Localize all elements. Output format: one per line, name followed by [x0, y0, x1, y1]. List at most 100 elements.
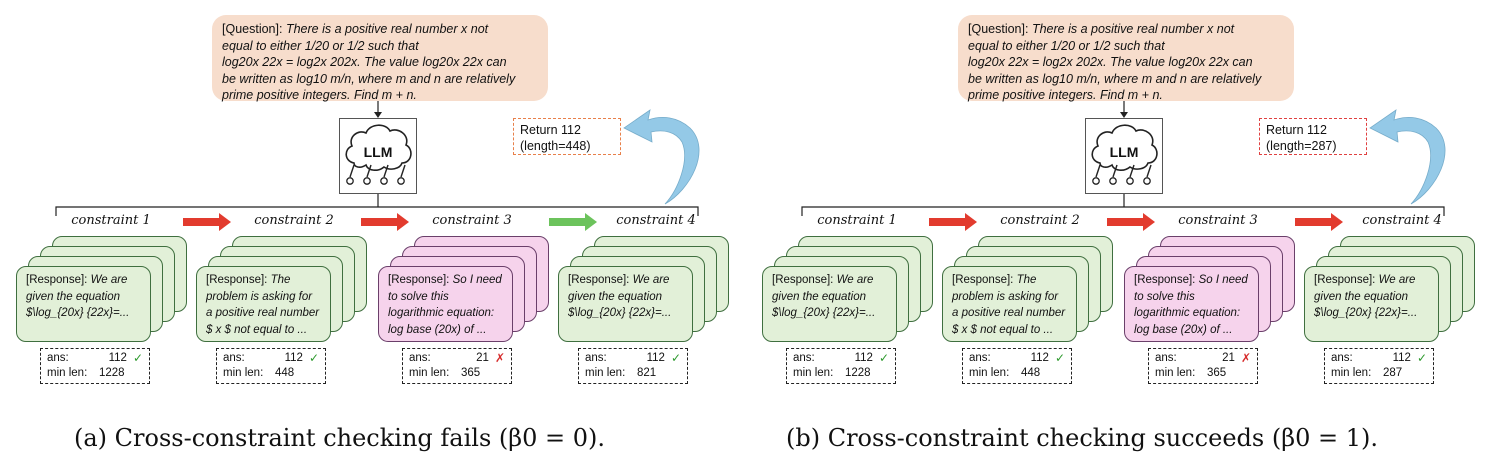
min-length-label: min len:: [969, 367, 1010, 379]
response-snippet: to solve this: [388, 290, 449, 303]
chip-pin: [1095, 164, 1101, 178]
min-length-row: min len: 448: [969, 366, 1065, 381]
min-length-label: min len:: [1331, 367, 1372, 379]
answer-value: 21: [476, 352, 489, 364]
min-length-row: min len:365: [1155, 366, 1251, 381]
answer-value: 112: [646, 352, 665, 364]
question-line: prime positive integers. Find m + n.: [968, 87, 1284, 104]
connector-layer: [55, 101, 700, 231]
min-length-value: 365: [461, 367, 481, 379]
response-line: [Response]: The: [952, 272, 1065, 289]
chip-node: [1109, 177, 1117, 185]
check-icon: ✓: [1416, 351, 1428, 365]
response-line: [Response]: The: [206, 272, 319, 289]
check-icon: ✓: [1054, 351, 1066, 365]
question-text: log20x 22x = log2x 202x. The value log20…: [968, 55, 1253, 69]
response-snippet: So I need: [452, 274, 502, 286]
response-line: $\log_{20x} {22x}=...: [568, 305, 671, 322]
arrowhead: [374, 112, 382, 118]
response-line: a positive real number: [952, 305, 1065, 322]
response-prefix: [Response]:: [206, 274, 268, 286]
min-length-label: min len:: [223, 367, 264, 379]
check-icon: ✓: [308, 351, 320, 365]
constraint-label: constraint 4: [616, 213, 696, 228]
response-line: log base (20x) of ...: [1134, 322, 1248, 339]
response-snippet: given the equation: [26, 290, 120, 303]
llm-label: LLM: [1110, 144, 1139, 160]
response-line: a positive real number: [206, 305, 319, 322]
constraint-label: constraint 4: [1362, 213, 1442, 228]
figure-caption: (a) Cross-constraint checking fails (β0 …: [74, 424, 606, 452]
transition-arrow: [183, 213, 231, 231]
response-prefix: [Response]:: [26, 274, 88, 286]
response-snippet: $\log_{20x} {22x}=...: [26, 307, 130, 319]
transition-arrow: [929, 213, 977, 231]
constraint-label: constraint 1: [817, 213, 897, 228]
constraint-label: constraint 2: [1000, 213, 1080, 228]
panel-a: [Question]: There is a positive real num…: [16, 15, 729, 452]
chip-pin: [1146, 164, 1152, 178]
question-text: There is a positive real number x not: [1031, 22, 1235, 36]
question-text: equal to either 1/20 or 1/2 such that: [222, 38, 419, 53]
panel-b: [Question]: There is a positive real num…: [746, 0, 1495, 466]
response-line: given the equation: [26, 289, 129, 306]
answer-label: ans:: [793, 352, 815, 364]
min-length-row: min len:821: [585, 366, 681, 381]
question-prefix: [Question]:: [222, 22, 283, 36]
return-curved-arrow: [1369, 109, 1446, 205]
min-length-label: min len:: [47, 367, 88, 379]
answer-row: ans:21✗: [1155, 351, 1251, 366]
response-snippet: So I need: [1198, 274, 1248, 286]
check-icon: ✓: [878, 351, 890, 365]
chip-node: [397, 177, 405, 185]
response-snippet: log base (20x) of ...: [1134, 323, 1233, 336]
constraint-label: constraint 1: [71, 213, 151, 228]
response-line: [Response]: So I need: [388, 272, 502, 289]
chip-pin: [400, 164, 406, 178]
response-line: logarithmic equation:: [388, 305, 502, 322]
min-length-value: 1228: [845, 367, 871, 379]
question-line: [Question]: There is a positive real num…: [222, 21, 538, 38]
brain-chip-icon: LLM: [1091, 124, 1158, 185]
response-line: log base (20x) of ...: [388, 322, 502, 339]
response-prefix: [Response]:: [1134, 274, 1196, 286]
response-snippet: a positive real number: [952, 307, 1066, 319]
chip-node: [380, 177, 388, 185]
arrowhead: [1120, 112, 1128, 118]
constraint-bracket: [55, 206, 699, 216]
chip-node: [1126, 177, 1134, 185]
llm-box: LLM: [1085, 118, 1163, 194]
return-length: (length=448): [520, 139, 591, 153]
return-value: Return 112: [1266, 123, 1327, 137]
answer-value: 112: [1392, 352, 1411, 364]
min-length-row: min len:448: [223, 366, 319, 381]
chip-node: [363, 177, 371, 185]
question-text: be written as log10 m/n, where m and n a…: [968, 71, 1262, 86]
question-text: log20x 22x = log2x 202x. The value log20…: [222, 55, 507, 69]
answer-stats: ans:112✓min len:1228: [40, 348, 150, 384]
min-length-value: 287: [1383, 367, 1403, 379]
chip-pin: [366, 164, 372, 178]
response-line: given the equation: [1314, 289, 1417, 306]
chip-node: [1092, 177, 1100, 185]
response-snippet: $\log_{20x} {22x}=...: [1314, 307, 1418, 319]
response-line: $ x $ not equal to ...: [206, 322, 319, 339]
return-box: Return 112(length=448): [513, 118, 621, 155]
response-snippet: We are: [90, 274, 128, 286]
answer-row: ans:112✓: [223, 351, 319, 366]
response-line: problem is asking for: [206, 289, 319, 306]
min-length-value: 448: [1021, 367, 1041, 379]
response-snippet: We are: [836, 274, 874, 286]
response-line: to solve this: [388, 289, 502, 306]
answer-value: 112: [1030, 352, 1049, 364]
response-snippet: log base (20x) of ...: [388, 323, 487, 336]
chip-pin: [1129, 164, 1135, 178]
response-snippet: problem is asking for: [206, 290, 313, 303]
response-snippet: given the equation: [1314, 290, 1408, 303]
response-snippet: $ x $ not equal to ...: [206, 323, 308, 336]
